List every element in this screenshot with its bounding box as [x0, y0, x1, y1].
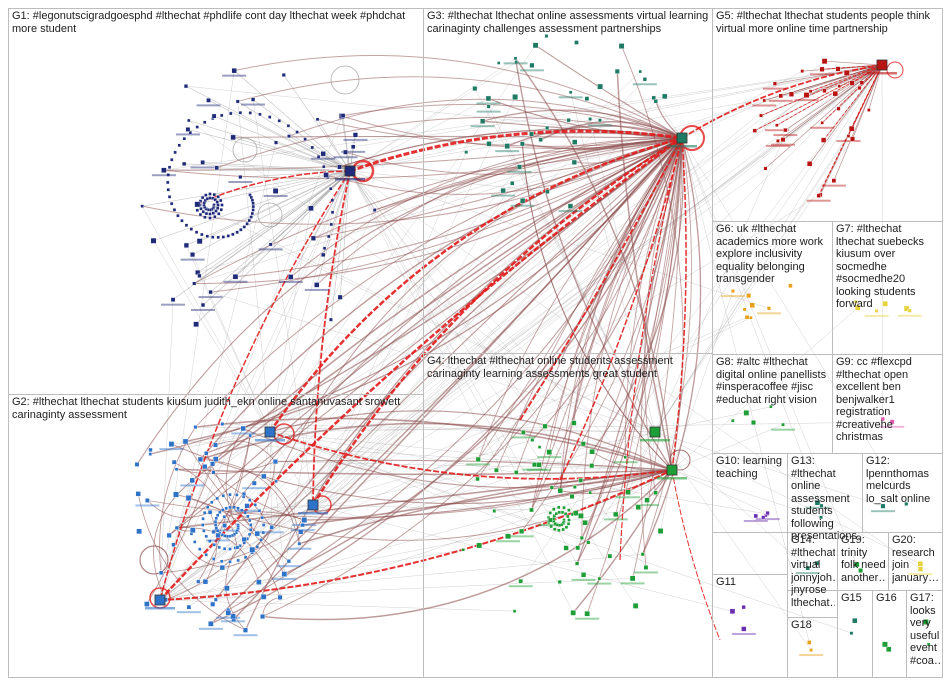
- group-label-g10: G10: learning teaching: [716, 455, 785, 480]
- group-label-g2: G2: #lthechat lthechat students kiusum j…: [12, 396, 421, 421]
- group-label-g14: G14: #lthechat virtual jonnyjoh… jnyrose…: [791, 534, 835, 609]
- group-label-g11: G11: [716, 576, 785, 589]
- group-box-g2: G2: #lthechat lthechat students kiusum j…: [8, 394, 424, 678]
- group-label-g9: G9: cc #flexcpd #lthechat open excellent…: [836, 356, 940, 444]
- group-box-g14: G14: #lthechat virtual jonnyjoh… jnyrose…: [787, 532, 838, 591]
- group-label-g5: G5: #lthechat lthechat students people t…: [716, 10, 940, 35]
- group-box-g8: G8: #altc #lthechat digital online panel…: [712, 354, 833, 454]
- group-label-g6: G6: uk #lthechat academics more work exp…: [716, 223, 830, 286]
- group-box-g15: G15: [837, 590, 873, 678]
- group-box-g12: G12: lpennthomas melcurds lo_salt online: [862, 453, 943, 533]
- group-label-g13: G13: #lthechat online assessment student…: [791, 455, 860, 543]
- group-label-g1: G1: #legonutscigradgoesphd #lthechat #ph…: [12, 10, 421, 35]
- group-box-g1: G1: #legonutscigradgoesphd #lthechat #ph…: [8, 8, 424, 395]
- group-box-g7: G7: #lthechat lthechat suebecks kiusum o…: [832, 221, 943, 355]
- group-box-g9: G9: cc #flexcpd #lthechat open excellent…: [832, 354, 943, 454]
- group-label-g3: G3: #lthechat lthechat online assessment…: [427, 10, 710, 35]
- group-box-g10: G10: learning teaching: [712, 453, 788, 533]
- group-box-g17: G17: looks very useful event #coa…: [906, 590, 943, 678]
- group-label-g20: G20: research join january…: [892, 534, 940, 584]
- group-box-g16: G16: [872, 590, 907, 678]
- group-box-g11: G11: [712, 574, 788, 678]
- group-label-g4: G4: lthechat #lthechat online students a…: [427, 355, 710, 380]
- group-label-g17: G17: looks very useful event #coa…: [910, 592, 940, 667]
- group-box-g19: G19: trinity folk need another…: [837, 532, 889, 591]
- group-box-g4: G4: lthechat #lthechat online students a…: [423, 353, 713, 678]
- group-label-g15: G15: [841, 592, 870, 605]
- group-label-g18: G18: [791, 619, 835, 632]
- group-label-g16: G16: [876, 592, 904, 605]
- group-label-g7: G7: #lthechat lthechat suebecks kiusum o…: [836, 223, 940, 311]
- group-label-g12: G12: lpennthomas melcurds lo_salt online: [866, 455, 940, 505]
- group-label-g8: G8: #altc #lthechat digital online panel…: [716, 356, 830, 406]
- group-box-g3: G3: #lthechat lthechat online assessment…: [423, 8, 713, 354]
- group-label-g19: G19: trinity folk need another…: [841, 534, 886, 584]
- group-box-g20: G20: research join january…: [888, 532, 943, 591]
- group-box-g6: G6: uk #lthechat academics more work exp…: [712, 221, 833, 355]
- group-box-g5: G5: #lthechat lthechat students people t…: [712, 8, 943, 222]
- group-box-g13: G13: #lthechat online assessment student…: [787, 453, 863, 533]
- group-box-g18: G18: [787, 617, 838, 678]
